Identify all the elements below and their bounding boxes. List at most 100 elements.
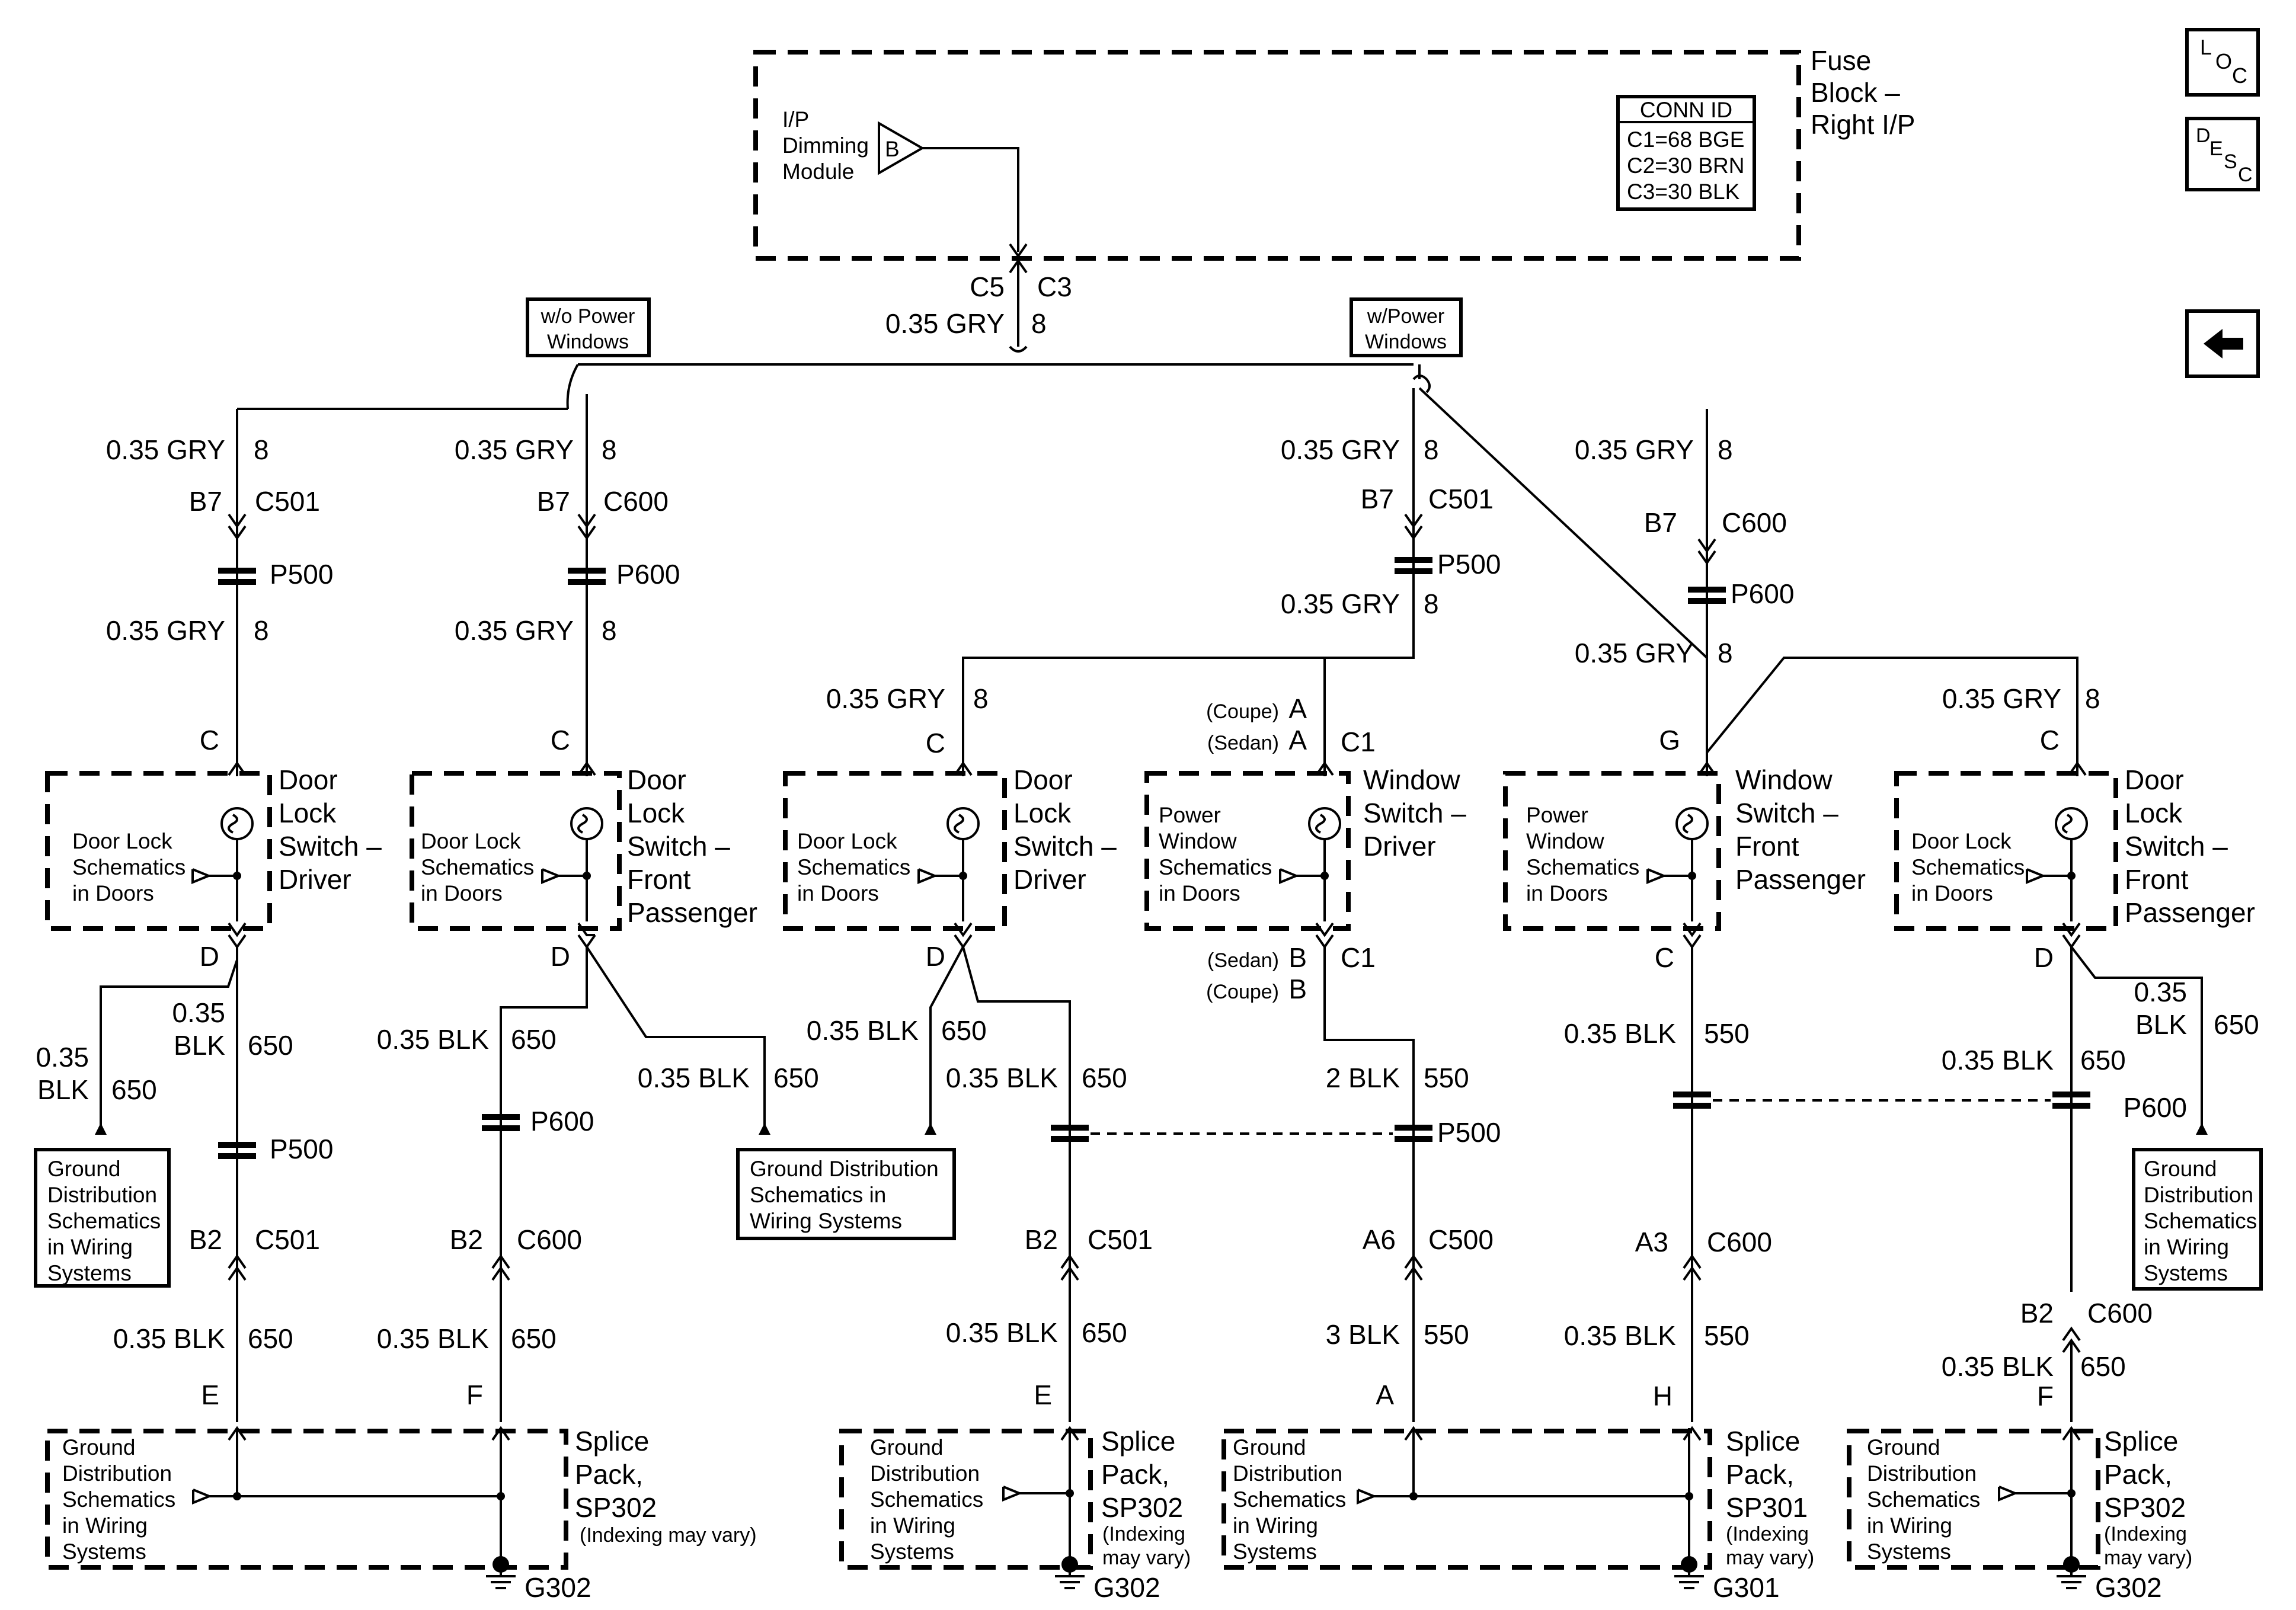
component-name: Lock xyxy=(1013,798,1072,828)
component-name: Window xyxy=(1363,764,1460,795)
power-window-schematics-label: Window xyxy=(1526,829,1604,853)
wire-label: BLK xyxy=(174,1030,225,1061)
ground-dist-label: Schematics xyxy=(2144,1209,2257,1233)
door-lock-schematics-label: in Doors xyxy=(421,881,503,905)
ground-dist-label: Ground xyxy=(1233,1435,1306,1459)
variant-label: (Sedan) xyxy=(1207,732,1279,754)
conn-pin: B2 xyxy=(2020,1298,2054,1329)
fuse-block-name-1: Fuse xyxy=(1811,45,1871,76)
indexing-note: (Indexing may vary) xyxy=(580,1524,757,1547)
splice-pack-name: SP302 xyxy=(1101,1492,1183,1523)
component-name: Driver xyxy=(1363,831,1436,862)
wire-label: 0.35 xyxy=(172,997,225,1028)
wire-label: 0.35 xyxy=(2134,977,2187,1007)
inline-conn: P600 xyxy=(530,1106,594,1137)
indexing-note: (Indexing xyxy=(1102,1523,1185,1545)
conn-id: C501 xyxy=(255,486,320,517)
conn-id-title: CONN ID xyxy=(1640,98,1732,122)
pin-label: C xyxy=(551,725,570,756)
variant-label: (Sedan) xyxy=(1207,949,1279,972)
with-pw-to-c600-branch xyxy=(1418,387,1708,659)
component-name: Switch – xyxy=(1735,798,1838,828)
door-lock-schematics-label: Door Lock xyxy=(72,829,172,853)
back-arrow-icon xyxy=(2204,329,2243,359)
conn-id: C600 xyxy=(1722,507,1787,538)
component-name: Switch – xyxy=(1363,798,1466,828)
wire-label: 0.35 GRY xyxy=(106,615,225,646)
circuit-label: 8 xyxy=(254,434,269,465)
conn-id: C600 xyxy=(1707,1227,1772,1257)
column-window-switch-driver: 0.35 GRY 8 B7 C501 P500 0.35 GRY 8 (Coup… xyxy=(1144,388,1501,1441)
ground-dist-label: Schematics xyxy=(62,1487,175,1512)
door-lock-schematics-label: in Doors xyxy=(72,881,154,905)
wire-label: 0.35 BLK xyxy=(1564,1320,1677,1351)
loc-letter: C xyxy=(2232,63,2247,88)
back-arrow-button[interactable] xyxy=(2185,309,2260,378)
conn-id-table: CONN ID C1=68 BGE C2=30 BRN C3=30 BLK xyxy=(1616,95,1756,211)
conn-pin: A3 xyxy=(1635,1227,1668,1257)
conn-pin: B2 xyxy=(1025,1224,1058,1255)
inline-conn: P500 xyxy=(1437,549,1501,580)
pin-label: C xyxy=(200,725,219,756)
wire-label: 2 BLK xyxy=(1326,1062,1400,1093)
ground-dist-label: Schematics xyxy=(1867,1487,1980,1512)
ground-id: G302 xyxy=(2095,1572,2162,1603)
circuit-label: 650 xyxy=(511,1323,557,1354)
power-window-schematics-label: in Doors xyxy=(1159,881,1240,905)
door-lock-switch-driver-box xyxy=(45,771,272,931)
wire-label: 0.35 GRY xyxy=(1575,434,1694,465)
conn-id-row-3: C3=30 BLK xyxy=(1627,180,1740,204)
component-name: Passenger xyxy=(2125,897,2255,928)
splice-pack-name: Pack, xyxy=(2104,1459,2172,1490)
component-name: Lock xyxy=(279,798,337,828)
circuit-label: 650 xyxy=(511,1024,557,1055)
wire-label: 0.35 BLK xyxy=(946,1317,1059,1348)
component-name: Door xyxy=(2125,764,2184,795)
splice-pack-name: Splice xyxy=(575,1426,649,1457)
ground-dist-label: Ground xyxy=(2144,1157,2217,1181)
pin-label: B xyxy=(1288,974,1307,1004)
loc-button[interactable]: L O C xyxy=(2185,28,2260,97)
main-feed-jumper xyxy=(1009,345,1028,353)
splice-pack-name: Splice xyxy=(1101,1426,1175,1457)
door-lock-schematics-label: in Doors xyxy=(1911,881,1993,905)
door-lock-schematics-label: Door Lock xyxy=(1911,829,2012,853)
conn-id: C600 xyxy=(517,1224,582,1255)
ground-dist-label: Distribution xyxy=(1233,1461,1342,1486)
component-name: Switch – xyxy=(2125,831,2228,862)
power-window-schematics-label: in Doors xyxy=(1526,881,1608,905)
loc-letter: L xyxy=(2200,35,2212,59)
option-with-pw-1: w/Power xyxy=(1367,305,1444,328)
inline-conn: P500 xyxy=(270,559,333,590)
power-window-schematics-label: Schematics xyxy=(1526,855,1639,879)
wire-label: 0.35 BLK xyxy=(377,1323,490,1354)
circuit-label: 650 xyxy=(1082,1317,1127,1348)
ground-dist-label: in Wiring xyxy=(62,1513,148,1538)
component-name: Switch – xyxy=(1013,831,1117,862)
desc-button[interactable]: D E S C xyxy=(2185,117,2260,191)
column-door-lock-passenger-2: 0.35 GRY 8 C Door Lock Schematics in Doo… xyxy=(1894,683,2263,1441)
pin-label: D xyxy=(551,941,570,972)
without-pw-branch-curve xyxy=(566,364,579,409)
component-name: Lock xyxy=(2125,798,2183,828)
circuit-label: 650 xyxy=(2080,1351,2126,1382)
ground-dist-label: Schematics in xyxy=(750,1183,886,1207)
wire-label: 0.35 GRY xyxy=(455,434,574,465)
loc-letter: O xyxy=(2215,49,2232,73)
pin-label: D xyxy=(2034,942,2054,973)
pin-label: D xyxy=(200,941,219,972)
wire-label: 0.35 BLK xyxy=(807,1015,919,1046)
ground-distribution-box-right xyxy=(2132,1148,2263,1291)
wire-label: 0.35 BLK xyxy=(946,1062,1059,1093)
desc-letter: C xyxy=(2238,164,2253,186)
splice-pack-box xyxy=(1221,1429,1712,1570)
fuse-out-circuit: 8 xyxy=(1031,308,1047,339)
circuit-label: 550 xyxy=(1424,1062,1469,1093)
conn-id: C600 xyxy=(603,486,669,517)
ground-dist-label: Ground Distribution xyxy=(750,1157,939,1181)
splice-pack-sp302-left: Ground Distribution Schematics in Wiring… xyxy=(45,1426,757,1603)
wire-label: 0.35 GRY xyxy=(1575,638,1694,668)
component-name: Lock xyxy=(627,798,685,828)
column-door-lock-driver-1: 0.35 GRY 8 B7 C501 P500 0.35 GRY 8 C Doo… xyxy=(34,409,382,1441)
